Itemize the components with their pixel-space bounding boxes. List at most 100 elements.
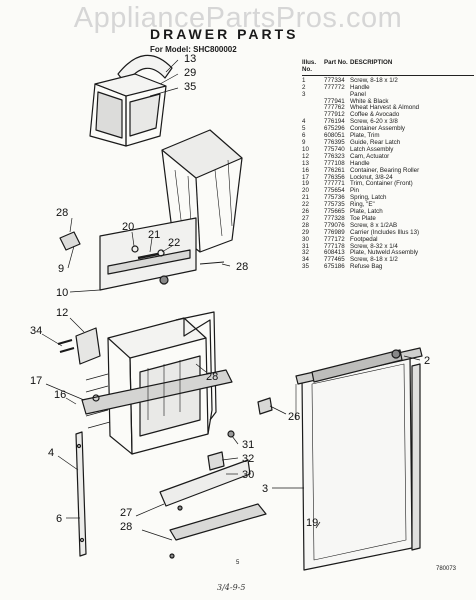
- parts-list-header: Illus. No. Part No. DESCRIPTION: [302, 59, 474, 76]
- cell-part-no: 777941: [324, 97, 345, 105]
- callout-label: 32: [242, 453, 254, 465]
- handwritten-note: 3/4-9-5: [217, 583, 246, 592]
- callout-label: 28: [206, 371, 218, 383]
- cell-illus-no: 12: [302, 152, 309, 160]
- cell-description: Screw, 8 x 1/2AB: [350, 221, 398, 229]
- cell-illus-no: 2: [302, 83, 306, 91]
- cell-description: Locknut, 3/8-24: [350, 173, 393, 181]
- cell-part-no: 777334: [324, 76, 345, 84]
- callout-label: 26: [288, 411, 300, 423]
- cell-description: Refuse Bag: [350, 263, 383, 271]
- cell-description: Screw, 8-18 x 1/2: [350, 256, 398, 264]
- col-illus-header: Illus. No.: [302, 59, 317, 73]
- cell-part-no: 675296: [324, 125, 345, 133]
- cell-part-no: 777108: [324, 159, 345, 167]
- cell-description: Screw, 6-20 x 3/8: [350, 118, 398, 126]
- cell-part-no: 775735: [324, 201, 345, 209]
- cell-part-no: 776989: [324, 228, 345, 236]
- cell-description: Screw, 8-32 x 1/4: [350, 242, 398, 250]
- callout-label: 16: [54, 389, 66, 401]
- callout-label: 22: [168, 237, 180, 249]
- callout-label: 21: [148, 229, 160, 241]
- callout-label: 4: [48, 447, 54, 459]
- cell-description: Ring, "E": [350, 201, 375, 209]
- panel-handle-part: [311, 349, 403, 383]
- callout-label: 19: [306, 517, 318, 529]
- cell-description: Wheat Harvest & Almond: [350, 104, 420, 112]
- cell-illus-no: 22: [302, 201, 309, 209]
- callout-label: 31: [242, 439, 254, 451]
- cell-illus-no: 10: [302, 145, 309, 153]
- table-row: 35 675186 Refuse Bag: [302, 263, 474, 271]
- cell-illus-no: 27: [302, 214, 309, 222]
- callout-label: 10: [56, 287, 68, 299]
- cell-description: Container Assembly: [350, 125, 406, 133]
- cell-illus-no: 31: [302, 242, 309, 250]
- cell-part-no: 779076: [324, 221, 345, 229]
- callout-label: 9: [58, 263, 64, 275]
- callout-label: 28: [236, 261, 248, 273]
- callout-label: 28: [120, 521, 132, 533]
- cell-illus-no: 9: [302, 138, 306, 146]
- cell-description: Carrier (Includes Illus 13): [350, 228, 420, 236]
- cell-part-no: 777328: [324, 214, 345, 222]
- cell-description: Plate, Trim: [350, 132, 380, 140]
- callout-label: 35: [184, 81, 196, 93]
- latch-assembly-part: [59, 217, 225, 291]
- callout-label: 27: [120, 507, 132, 519]
- callout-label: 20: [122, 221, 134, 233]
- latch-plate-part: [207, 397, 273, 471]
- cell-description: Coffee & Avocado: [350, 111, 400, 119]
- callout-label: 13: [184, 53, 196, 65]
- cell-illus-no: 13: [302, 159, 309, 167]
- callout-label: 28: [56, 207, 68, 219]
- cell-part-no: 776395: [324, 138, 345, 146]
- cell-part-no: 775740: [324, 145, 345, 153]
- cell-description: Panel: [350, 90, 366, 98]
- refuse-bag-part: [161, 129, 243, 253]
- bag-handle-part: [89, 54, 173, 147]
- cell-part-no: 777465: [324, 256, 345, 264]
- callout-label: 17: [30, 375, 42, 387]
- cell-description: Spring, Latch: [350, 194, 387, 202]
- cell-part-no: 775665: [324, 208, 345, 216]
- cell-part-no: 675186: [324, 263, 345, 271]
- callout-label: 6: [56, 513, 62, 525]
- cell-description: Trim, Container (Front): [350, 180, 413, 188]
- cell-illus-no: 32: [302, 249, 309, 257]
- cell-part-no: 777772: [324, 83, 345, 91]
- callout-label: 3: [262, 483, 268, 495]
- cell-illus-no: 3: [302, 90, 306, 98]
- table-row: 27 777328 Toe Plate: [302, 214, 474, 223]
- vertical-trim-part: [75, 431, 87, 557]
- table-row: 777941 White & Black: [302, 97, 474, 106]
- cell-description: Latch Assembly: [350, 145, 394, 153]
- cell-description: White & Black: [350, 97, 389, 105]
- cell-part-no: 608413: [324, 249, 345, 257]
- cell-illus-no: 20: [302, 187, 309, 195]
- cell-illus-no: [302, 112, 324, 119]
- cell-illus-no: 4: [302, 118, 306, 126]
- cell-part-no: 777771: [324, 180, 345, 188]
- cell-illus-no: 35: [302, 263, 309, 271]
- callout-label: 30: [242, 469, 254, 481]
- cell-description: Toe Plate: [350, 214, 376, 222]
- cell-description: Plate, Nutweld Assembly: [350, 249, 419, 257]
- cell-illus-no: 29: [302, 228, 309, 236]
- table-row: 10 775740 Latch Assembly: [302, 145, 474, 154]
- cell-description: Pin: [350, 187, 359, 195]
- cell-illus-no: 26: [302, 208, 309, 216]
